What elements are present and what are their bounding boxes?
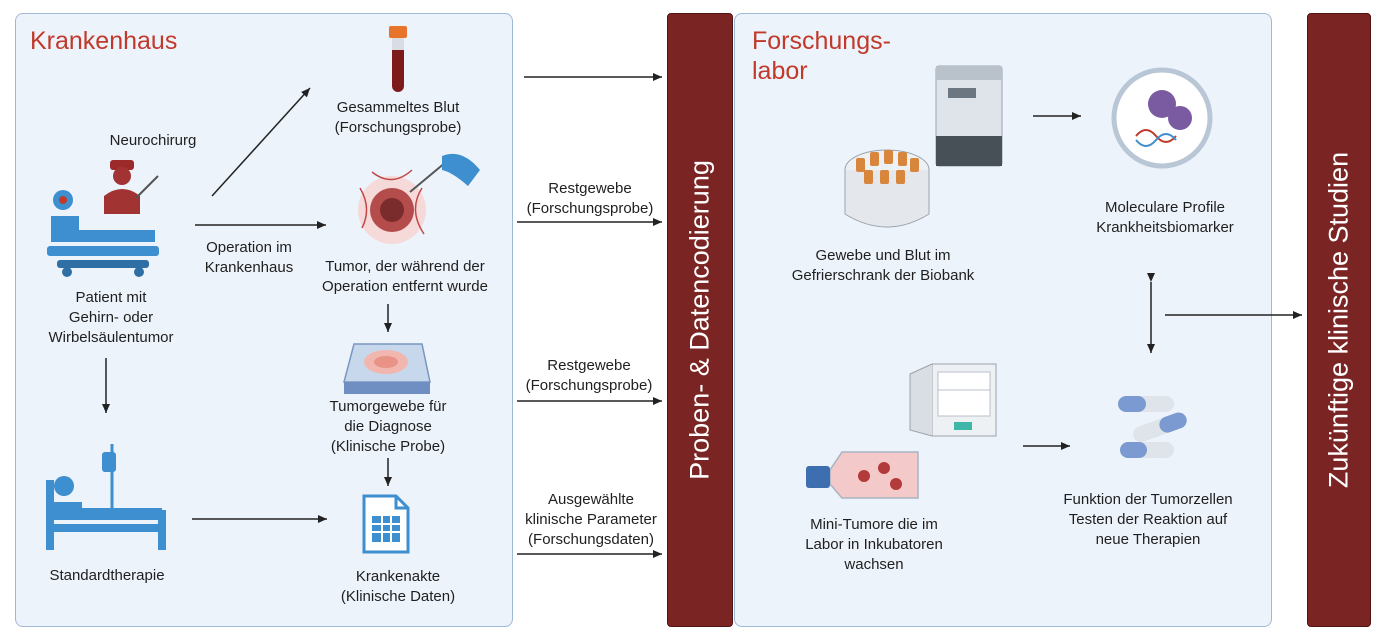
- surgery-label: Operation im Krankenhaus: [204, 239, 294, 276]
- biobank-freezer-label: Gewebe und Blut im Gefrierschrank der Bi…: [791, 247, 975, 284]
- hospital-bed-iv-icon: [46, 444, 166, 550]
- clinical-studies-bar: Zukünftige klinische Studien: [1307, 13, 1371, 627]
- culture-flask-icon: [806, 451, 919, 499]
- hospital-title: Krankenhaus: [30, 27, 178, 55]
- molecular-profiles-label: Moleculare Profile Krankheitsbiomarker: [1096, 199, 1234, 236]
- research-lab-title: Forschungs- labor: [752, 27, 891, 85]
- tissue-slide-icon: [343, 343, 431, 394]
- medical-record-icon: [362, 494, 410, 554]
- arrow-patient-to-blood: [211, 87, 311, 197]
- tumor-function-label: Funktion der Tumorzellen Testen der Reak…: [1063, 491, 1233, 548]
- tumor-tissue-label: Tumorgewebe für die Diagnose (Klinische …: [329, 398, 447, 455]
- residual-tissue-label-1: Restgewebe (Forschungsprobe): [526, 180, 654, 217]
- molecular-profile-icon: [1111, 67, 1213, 169]
- coding-bar: Proben- & Datencodierung: [667, 13, 733, 627]
- neurosurgeon-icon: [104, 160, 159, 214]
- mini-tumors-label: Mini-Tumore die im Labor in Inkubatoren …: [805, 516, 943, 573]
- sample-rack-icon: [844, 149, 930, 228]
- drug-capsules-icon: [1118, 396, 1187, 458]
- blood-label: Gesammeltes Blut (Forschungsprobe): [334, 99, 462, 136]
- patient-label: Patient mit Gehirn- oder Wirbelsäulentum…: [48, 289, 174, 346]
- tumor-removal-icon: [358, 153, 480, 244]
- incubator-icon: [909, 363, 997, 437]
- biobank-freezer-icon: [935, 65, 1003, 167]
- patient-bed-icon: [47, 190, 159, 277]
- blood-tube-icon: [389, 26, 407, 92]
- medical-record-label: Krankenakte (Klinische Daten): [340, 568, 456, 605]
- clinical-parameters-label: Ausgewählte klinische Parameter (Forschu…: [525, 491, 657, 548]
- neurosurgeon-label: Neurochirurg: [109, 132, 197, 149]
- residual-tissue-label-2: Restgewebe (Forschungsprobe): [525, 357, 653, 394]
- standard-therapy-label: Standardtherapie: [49, 567, 165, 584]
- tumor-label: Tumor, der während der Operation entfern…: [322, 258, 488, 295]
